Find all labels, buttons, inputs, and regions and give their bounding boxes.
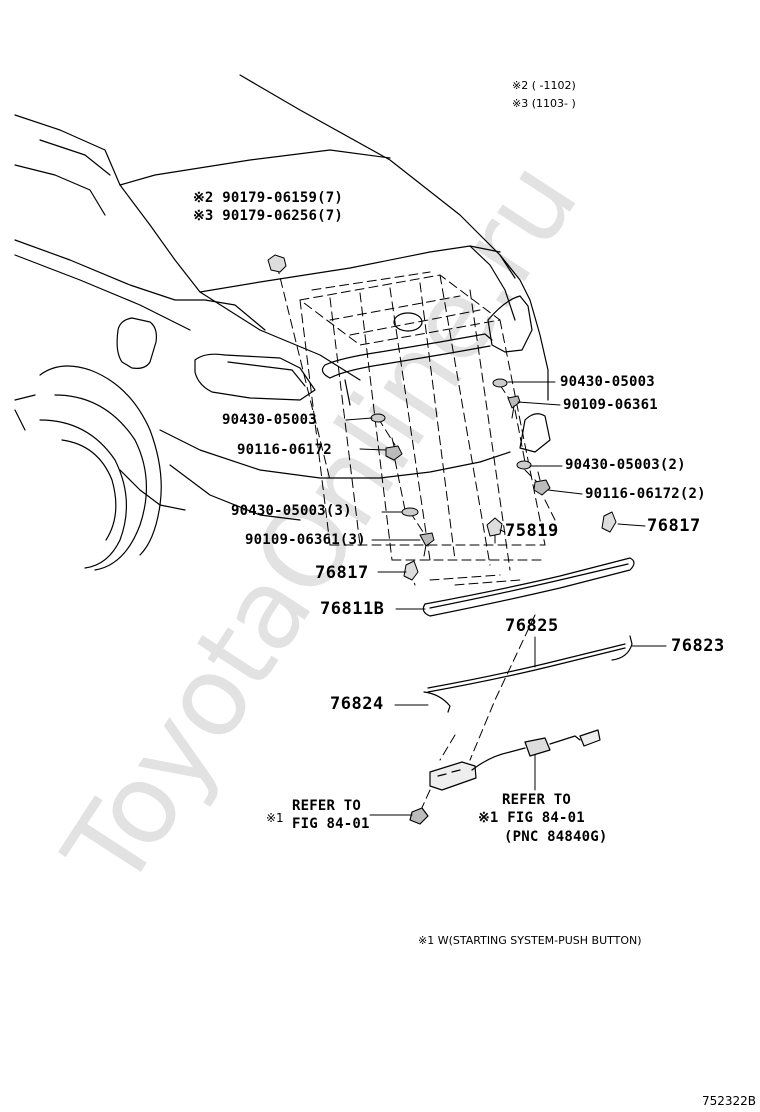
part-label-clip-center: 75819 (505, 521, 559, 541)
ref-left-line2: FIG 84-01 (292, 816, 370, 832)
switch-harness (409, 729, 601, 825)
variant-note-3: ※3 (1103- ) (512, 97, 576, 110)
car-body (14, 74, 551, 571)
part-label-screw-left-mid: 90109-06361(3) (245, 532, 366, 548)
part-label-retainer-left: 76817 (315, 563, 369, 583)
part-label-clip-a: ※2 90179-06159(7) (193, 190, 343, 206)
part-label-retainer-right: 76817 (647, 516, 701, 536)
part-label-washer-right-top: 90430-05003 (560, 374, 655, 390)
part-label-bolt-left: 90116-06172 (237, 442, 332, 458)
ref-right-line3: (PNC 84840G) (504, 829, 608, 845)
hardware-parts (267, 254, 617, 581)
ref-right-line1: REFER TO (502, 792, 572, 808)
footnote: ※1 W(STARTING SYSTEM-PUSH BUTTON) (418, 934, 642, 947)
part-label-moulding-center: 76825 (505, 616, 559, 636)
ref-left-mark: ※1 (266, 811, 284, 825)
part-label-clip-b: ※3 90179-06256(7) (193, 208, 343, 224)
variant-note-2: ※2 ( -1102) (512, 79, 576, 92)
part-label-bolt-right: 90116-06172(2) (585, 486, 706, 502)
part-label-washer-left-mid: 90430-05003(3) (231, 503, 352, 519)
leader-lines (345, 381, 667, 816)
part-label-washer-left-top: 90430-05003 (222, 412, 317, 428)
part-label-moulding-right: 76823 (671, 636, 725, 656)
ref-left-line1: REFER TO (292, 798, 362, 814)
part-label-washer-right-mid: 90430-05003(2) (565, 457, 686, 473)
license-garnish (321, 312, 493, 406)
projection-lines (276, 264, 556, 813)
garnish-mouldings (422, 557, 635, 713)
diagram-code: 752322B (701, 1094, 756, 1108)
ref-right-line2: ※1 FIG 84-01 (478, 810, 585, 826)
part-label-screw-right-top: 90109-06361 (563, 397, 658, 413)
part-label-moulding-left: 76824 (330, 694, 384, 714)
part-label-garnish-main: 76811B (320, 599, 385, 619)
